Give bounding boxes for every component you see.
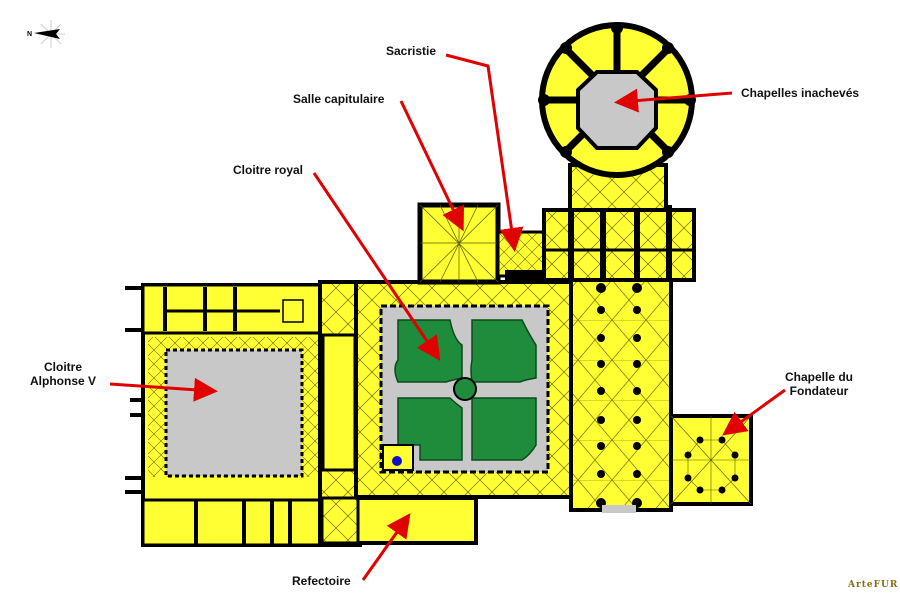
salle-capitulaire-room [417, 202, 501, 285]
refectoire-hall [320, 496, 478, 545]
label-refectoire: Refectoire [292, 574, 351, 588]
arrow-chapelle-du-fondateur [722, 388, 786, 436]
arrow-salle-capitulaire [399, 100, 465, 232]
label-line-2: Alphonse V [30, 374, 97, 388]
label-line-1: Cloitre [44, 360, 83, 374]
label-cloitre-alphonse-v: Cloitre Alphonse V [30, 360, 96, 388]
label-salle-capitulaire: Salle capitulaire [293, 92, 385, 106]
pointer-arrows [109, 53, 786, 581]
cloitre-royal [354, 280, 573, 499]
label-line-2: Fondateur [789, 384, 849, 398]
blue-marker [392, 456, 402, 466]
sacristie-room [496, 230, 546, 280]
svg-text:N: N [27, 31, 32, 38]
watermark-logo: ArteFUR [848, 580, 899, 590]
church-nave [569, 278, 673, 513]
label-chapelles-inacheves: Chapelles inachevés [741, 86, 860, 100]
compass-rose-icon: N [27, 20, 65, 48]
label-sacristie: Sacristie [386, 44, 437, 58]
arrow-cloitre-royal [312, 172, 441, 361]
cloitre-alphonse-v-wing [125, 283, 325, 547]
arrow-sacristie [445, 53, 524, 252]
arrow-chapelles-inacheves [614, 88, 733, 113]
label-chapelle-du-fondateur: Chapelle du Fondateur [785, 370, 853, 398]
label-line-1: Chapelle du [785, 370, 854, 384]
transept [542, 205, 696, 282]
arrow-refectoire [361, 513, 411, 581]
label-cloitre-royal: Cloitre royal [233, 163, 304, 177]
arrow-cloitre-alphonse-v [109, 377, 218, 402]
chapelle-du-fondateur-room [669, 414, 753, 506]
